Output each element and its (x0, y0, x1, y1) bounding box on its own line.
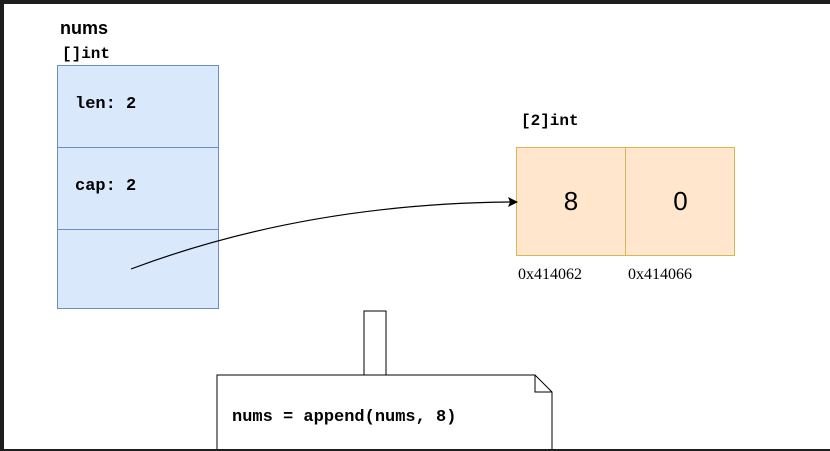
append-code-text: nums = append(nums, 8) (232, 408, 457, 427)
slice-len-label: len: 2 (75, 95, 137, 114)
note-stem (363, 310, 387, 378)
slice-header-box: len: 2 cap: 2 (57, 65, 219, 309)
slice-cap-cell: cap: 2 (58, 148, 218, 230)
slice-len-cell: len: 2 (58, 66, 218, 148)
array-type-label: [2]int (521, 112, 579, 130)
pointer-arrowhead (508, 197, 518, 207)
note-shape (216, 374, 553, 449)
array-element-0: 8 (517, 148, 626, 255)
pointer-arrow (130, 201, 511, 270)
slice-variable-name: nums (60, 18, 109, 38)
slice-type-label: []int (62, 45, 111, 63)
note-fold-corner (534, 375, 552, 393)
diagram-connectors (130, 197, 553, 449)
array-element-1: 0 (673, 186, 688, 216)
array-address-1: 0x414066 (628, 266, 692, 283)
array-address-0: 0x414062 (518, 266, 582, 283)
diagram-canvas: nums []int len: 2 cap: 2 [2]int 8 0 0x41… (4, 4, 830, 449)
slice-cap-label: cap: 2 (75, 177, 137, 196)
